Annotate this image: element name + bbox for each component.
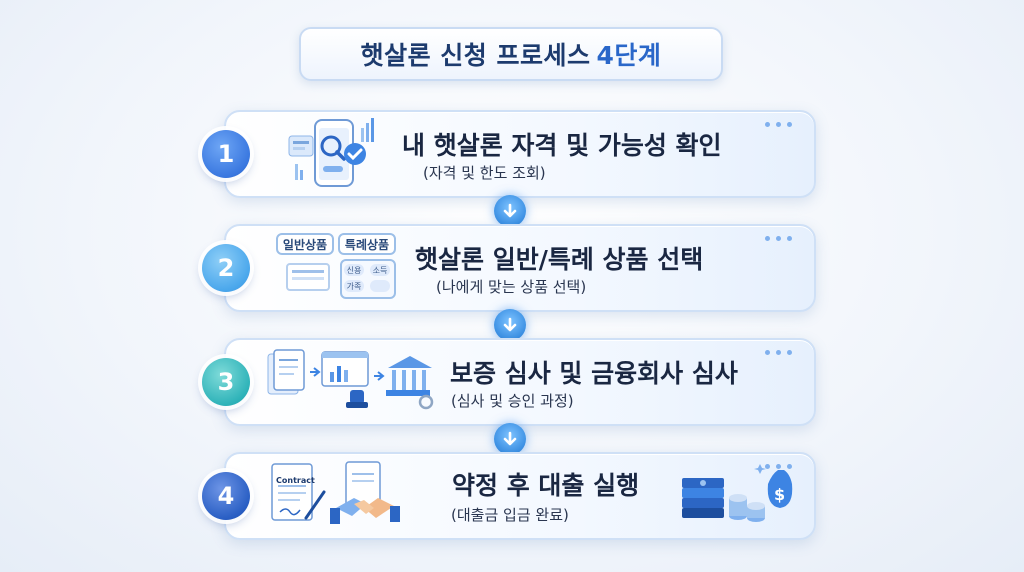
general-product-chip: 일반상품 — [276, 233, 334, 255]
step-2-subtitle: (나에게 맞는 상품 선택) — [436, 278, 587, 296]
svg-text:$: $ — [774, 485, 785, 504]
step-3-title: 보증 심사 및 금융회사 심사 — [450, 359, 738, 388]
contract-label: Contract — [276, 476, 315, 485]
special-product-chip: 특례상품 — [338, 233, 396, 255]
step-number-3: 3 — [202, 358, 250, 406]
review-bank-icon — [262, 346, 434, 422]
step-number-1: 1 — [202, 130, 250, 178]
phone-search-icon — [285, 114, 380, 198]
title-main: 햇살론 신청 프로세스 — [360, 41, 591, 70]
decorative-dots — [765, 464, 792, 469]
title-accent: 4단계 — [596, 41, 662, 70]
step-1-title: 내 햇살론 자격 및 가능성 확인 — [402, 131, 722, 160]
arrow-down-icon — [494, 195, 526, 227]
money-coins-icon: $ — [676, 458, 794, 534]
step-4-title: 약정 후 대출 실행 — [452, 471, 640, 500]
mini-chip-income: 소득 — [370, 264, 390, 276]
decorative-dots — [765, 122, 792, 127]
arrow-down-icon — [494, 309, 526, 341]
document-card-icon — [286, 263, 330, 291]
mini-chip-family: 가족 — [344, 280, 364, 292]
step-2-title: 햇살론 일반/특례 상품 선택 — [415, 245, 704, 274]
decorative-dots — [765, 236, 792, 241]
step-4-subtitle: (대출금 입금 완료) — [451, 506, 569, 524]
mini-chip-credit: 신용 — [344, 264, 364, 276]
product-select-icon: 일반상품 특례상품 신용 소득 가족 — [276, 233, 398, 303]
step-number-4: 4 — [202, 472, 250, 520]
arrow-down-icon — [494, 423, 526, 455]
step-number-2: 2 — [202, 244, 250, 292]
contract-handshake-icon — [266, 458, 406, 538]
step-1-subtitle: (자격 및 한도 조회) — [423, 164, 546, 182]
decorative-dots — [765, 350, 792, 355]
step-3-subtitle: (심사 및 승인 과정) — [451, 392, 574, 410]
